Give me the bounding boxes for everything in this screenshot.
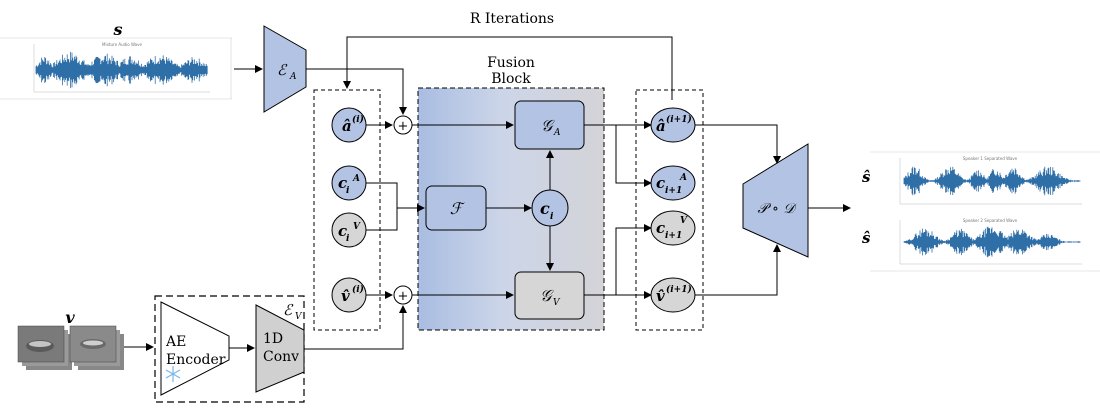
snowflake-icon <box>165 366 181 382</box>
a-hat-next-node: â (i+1) <box>650 107 696 143</box>
svg-text:(i): (i) <box>352 114 364 125</box>
svg-text:V: V <box>553 298 561 308</box>
svg-text:AE: AE <box>165 334 186 350</box>
lip-frames-image <box>17 325 124 370</box>
waveform-trace <box>903 226 1081 258</box>
svg-text:i+1: i+1 <box>665 231 682 241</box>
fusion-block-title-line1: Fusion <box>487 55 535 71</box>
c-next-v-node: c i+1 V <box>650 210 696 246</box>
svg-text:i+1: i+1 <box>665 186 682 196</box>
svg-text:i: i <box>346 234 350 244</box>
arrow-vhat-to-decoder <box>695 244 781 296</box>
video-encoder-label-sub: V <box>295 312 303 322</box>
c-i-center-node: c i <box>531 189 569 227</box>
svg-text:1D: 1D <box>263 331 283 347</box>
svg-text:V: V <box>353 222 361 232</box>
iteration-loop-line <box>343 36 673 100</box>
svg-text:ℰ: ℰ <box>277 61 288 79</box>
a-hat-i-node: â (i) <box>331 107 367 143</box>
c-i-v-node: c i V <box>331 212 367 248</box>
svg-text:𝒢: 𝒢 <box>540 286 554 305</box>
svg-text:A: A <box>352 174 360 184</box>
svg-text:V: V <box>680 216 688 226</box>
svg-text:𝒢: 𝒢 <box>541 116 555 135</box>
decoder-block: 𝒫 ∘ 𝒟 <box>742 143 809 258</box>
svg-text:c: c <box>540 199 550 218</box>
waveform-trace <box>903 166 1081 196</box>
arrow-ahat-to-decoder <box>695 124 781 164</box>
svg-text:c: c <box>338 174 347 192</box>
conv-1d-block: 1D Conv <box>255 304 305 393</box>
arrow-gv-to-cv-out <box>615 224 652 295</box>
speaker1-waveform-plot: Speaker 1 Separated Wave <box>870 151 1100 212</box>
svg-text:â: â <box>342 117 352 135</box>
svg-text:A: A <box>289 72 297 82</box>
svg-text:(i): (i) <box>352 284 364 295</box>
svg-text:Encoder: Encoder <box>166 352 226 368</box>
g-v-block: 𝒢 V <box>514 271 585 320</box>
g-a-block: 𝒢 A <box>514 100 585 150</box>
svg-text:ℱ: ℱ <box>450 199 466 218</box>
v-hat-next-node: v̂ (i+1) <box>650 277 696 313</box>
svg-text:c: c <box>656 219 665 237</box>
svg-text:A: A <box>679 173 687 183</box>
r-iterations-label: R Iterations <box>470 11 554 27</box>
mixture-waveform-plot: Mixture Audio Wave <box>0 37 232 100</box>
fusion-block-title-line2: Block <box>491 71 531 87</box>
plus-node-video: + <box>393 285 413 305</box>
line-cia-to-merge <box>366 182 398 208</box>
input-video-label: v <box>65 308 75 327</box>
mixture-wave-title: Mixture Audio Wave <box>102 42 142 47</box>
plus-node-audio: + <box>393 115 413 135</box>
svg-text:(i+1): (i+1) <box>666 114 692 125</box>
svg-text:A: A <box>553 128 561 138</box>
v-hat-i-node: v̂ (i) <box>331 277 367 313</box>
svg-text:+: + <box>398 289 409 304</box>
video-encoder-label: ℰ <box>283 301 294 319</box>
input-audio-label: s <box>112 20 122 39</box>
c-next-a-node: c i+1 A <box>650 165 696 201</box>
svg-text:+: + <box>398 119 409 134</box>
audio-encoder-block: ℰ A <box>263 25 307 113</box>
svg-text:Conv: Conv <box>263 349 299 365</box>
speaker1-wave-title: Speaker 1 Separated Wave <box>963 156 1018 161</box>
arrow-conv-to-plus <box>304 305 407 350</box>
svg-text:â: â <box>656 117 666 135</box>
arrow-encoder-to-plus-top <box>306 68 407 115</box>
speaker2-wave-title: Speaker 2 Separated Wave <box>963 218 1018 223</box>
svg-text:i: i <box>346 186 350 196</box>
svg-text:i: i <box>550 212 554 222</box>
svg-text:v̂: v̂ <box>656 287 665 305</box>
output-s1-label: ŝ <box>862 168 871 186</box>
ae-encoder-block: AE Encoder <box>160 301 230 396</box>
svg-text:c: c <box>656 174 665 192</box>
svg-text:c: c <box>338 222 347 240</box>
line-civ-to-merge <box>366 208 398 231</box>
input-state-group <box>313 89 381 331</box>
waveform-trace <box>35 51 208 89</box>
speaker2-waveform-plot: Speaker 2 Separated Wave <box>870 214 1100 272</box>
svg-text:(i+1): (i+1) <box>666 284 692 295</box>
svg-text:v̂: v̂ <box>341 287 350 305</box>
output-s2-label: ŝ <box>862 229 871 247</box>
c-i-a-node: c i A <box>331 165 367 201</box>
output-state-group <box>635 89 704 331</box>
svg-text:𝒫 ∘ 𝒟: 𝒫 ∘ 𝒟 <box>757 201 797 217</box>
fusion-operator-f: ℱ <box>425 185 487 231</box>
arrow-ga-to-ca-out <box>615 125 652 187</box>
